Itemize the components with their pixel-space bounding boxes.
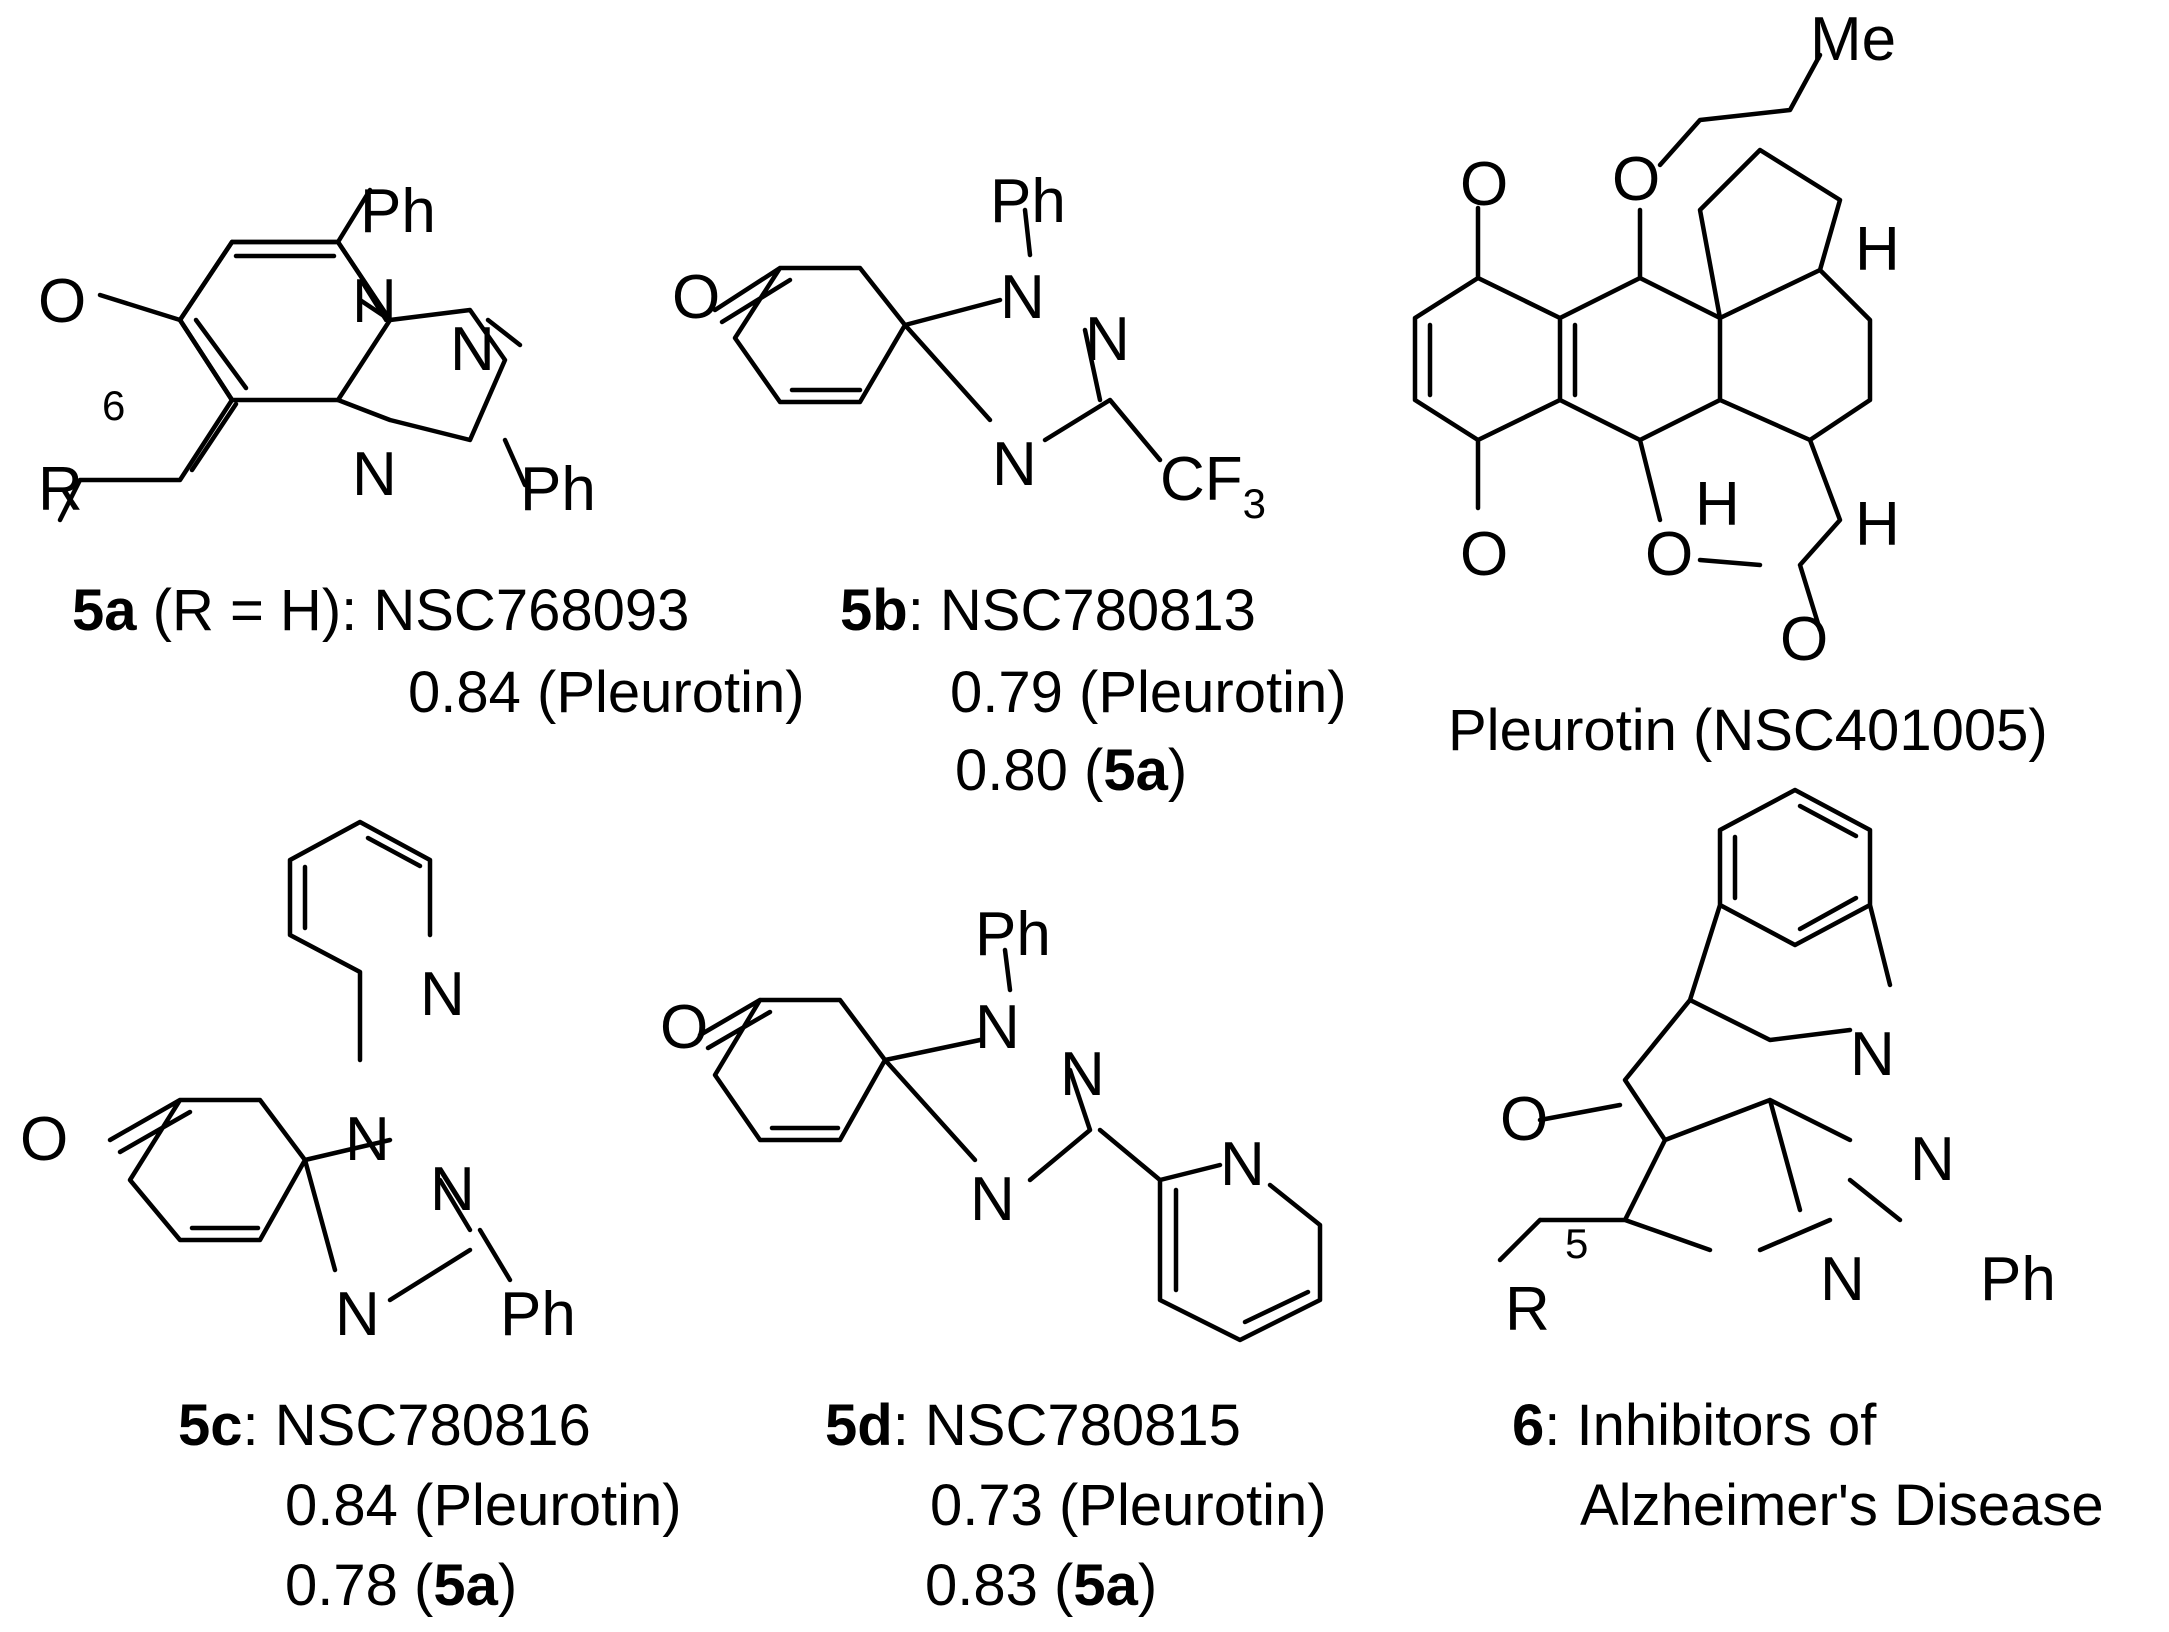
atom-n1: N — [345, 1105, 390, 1174]
caption-5c-line2: 0.84 (Pleurotin) — [285, 1473, 682, 1538]
atom-o: O — [20, 1105, 68, 1174]
atom-h2: H — [1695, 470, 1740, 539]
atom-h1: H — [1855, 215, 1900, 284]
atom-n2: N — [1910, 1125, 1955, 1194]
atom-ph-right: Ph — [500, 1280, 576, 1349]
atom-o: O — [1500, 1085, 1548, 1154]
atom-n-indole: N — [1850, 1020, 1895, 1089]
caption-5c-line1: 5c: NSC780816 — [178, 1393, 591, 1458]
caption-5b-line3: 0.80 (5a) — [955, 738, 1187, 803]
caption-5b-line1: 5b: NSC780813 — [840, 578, 1256, 643]
position-label: 5 — [1565, 1220, 1588, 1267]
caption-5c-line3: 0.78 (5a) — [285, 1553, 517, 1618]
atom-n4: N — [352, 440, 397, 509]
atom-o-bottom: O — [1460, 520, 1508, 589]
atom-o-lactone: O — [1645, 520, 1693, 589]
atom-ph-right: Ph — [1980, 1245, 2056, 1314]
caption-6-line2: Alzheimer's Disease — [1580, 1473, 2104, 1538]
atom-o: O — [660, 993, 708, 1062]
atom-h3: H — [1855, 490, 1900, 559]
atom-n4: N — [970, 1165, 1015, 1234]
atom-o: O — [38, 267, 86, 336]
structure-5a: Ph O N N N Ph 6 R 5a (R = H): NSC768093 … — [38, 177, 805, 725]
atom-n4: N — [1820, 1245, 1865, 1314]
atom-o: O — [672, 263, 720, 332]
caption-5b-line2: 0.79 (Pleurotin) — [950, 660, 1347, 725]
caption-6-line1: 6: Inhibitors of — [1512, 1393, 1877, 1458]
atom-o-ring: O — [1612, 145, 1660, 214]
atom-n2: N — [430, 1155, 475, 1224]
caption-5a-line1: 5a (R = H): NSC768093 — [72, 578, 689, 643]
atom-ph-top: Ph — [990, 167, 1066, 236]
caption-pleurotin: Pleurotin (NSC401005) — [1448, 698, 2048, 763]
atom-n2: N — [1085, 305, 1130, 374]
atom-n1: N — [975, 993, 1020, 1062]
structure-pleurotin: Me O O O O O H H H Pleurotin (NSC401005) — [1412, 5, 2048, 763]
atom-n1: N — [1000, 263, 1045, 332]
atom-r: R — [1505, 1275, 1550, 1344]
atom-n2: N — [1060, 1040, 1105, 1109]
atom-n-pyridyl: N — [420, 960, 465, 1029]
structure-5d: Ph O N N N N 5d: NSC780815 0.73 (Pleurot… — [660, 900, 1327, 1618]
atom-me: Me — [1810, 5, 1896, 74]
atom-ph-top: Ph — [360, 177, 436, 246]
atom-r: R — [38, 455, 83, 524]
atom-ph-right: Ph — [520, 455, 596, 524]
atom-n4: N — [992, 430, 1037, 499]
caption-5d-line2: 0.73 (Pleurotin) — [930, 1473, 1327, 1538]
structure-5b: Ph O N N N CF3 5b: NSC780813 0.79 (Pleur… — [672, 167, 1347, 803]
atom-n1: N — [352, 267, 397, 336]
atom-n4: N — [335, 1280, 380, 1349]
atom-cf3: CF3 — [1160, 445, 1266, 527]
atom-o-carbonyl: O — [1780, 605, 1828, 674]
caption-5d-line3: 0.83 (5a) — [925, 1553, 1157, 1618]
position-label: 6 — [102, 382, 125, 429]
atom-ph-top: Ph — [975, 900, 1051, 969]
atom-n2: N — [450, 315, 495, 384]
atom-o-top: O — [1460, 150, 1508, 219]
caption-5d-line1: 5d: NSC780815 — [825, 1393, 1241, 1458]
structure-6: O N N N Ph 5 R 6: Inhibitors of Alzheime… — [1497, 787, 2104, 1538]
atom-n-pyridyl: N — [1220, 1130, 1265, 1199]
structure-5c: N O N N N Ph 5c: NSC780816 0.84 (Pleurot… — [20, 819, 682, 1618]
caption-5a-line2: 0.84 (Pleurotin) — [408, 660, 805, 725]
